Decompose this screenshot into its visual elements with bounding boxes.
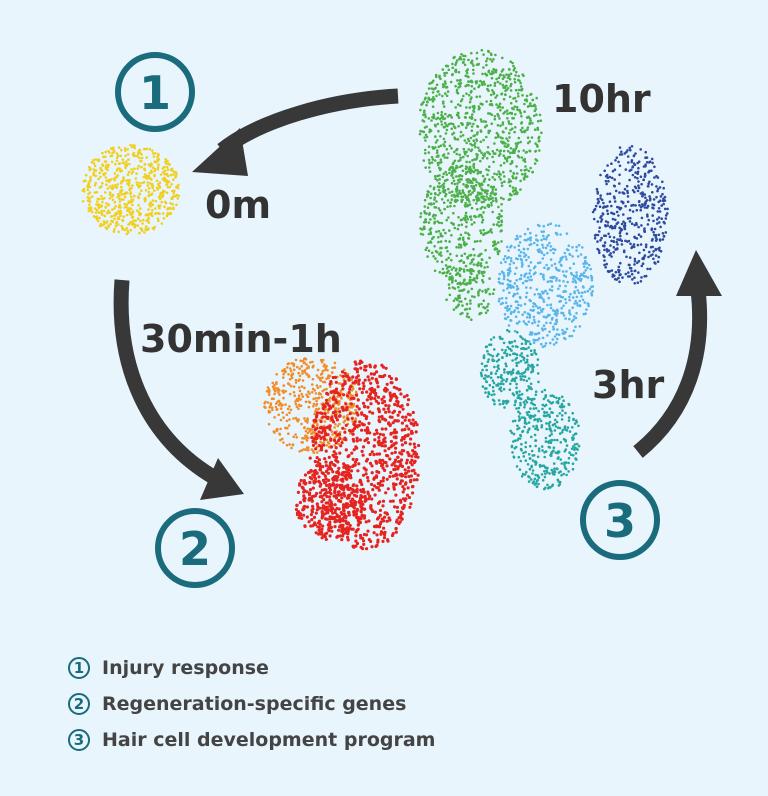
stage-3-badge: 3: [580, 480, 660, 560]
label-0m: 0m: [205, 183, 271, 227]
legend-item: 1 Injury response: [68, 650, 435, 686]
stage-1-badge: 1: [115, 52, 195, 132]
cluster: [294, 459, 367, 542]
legend: 1 Injury response 2 Regeneration-specifi…: [68, 650, 435, 758]
legend-text: Injury response: [102, 657, 269, 679]
cluster: [497, 222, 595, 349]
arrowhead-icon: [676, 250, 722, 296]
arrowhead-icon: [200, 458, 244, 500]
cluster: [308, 359, 421, 551]
cluster: [591, 145, 669, 285]
arrow-3hr-to-10hr: [633, 289, 708, 458]
legend-item: 2 Regeneration-specific genes: [68, 686, 435, 722]
legend-text: Regeneration-specific genes: [102, 693, 407, 715]
cluster: [419, 165, 504, 286]
cluster: [479, 328, 540, 410]
legend-item: 3 Hair cell development program: [68, 722, 435, 758]
legend-number: 3: [68, 729, 90, 751]
stage-2-badge: 2: [155, 508, 235, 588]
label-3hr: 3hr: [592, 363, 664, 407]
legend-number: 2: [68, 693, 90, 715]
umap-clusters: [81, 48, 669, 551]
cluster: [445, 259, 496, 322]
label-30min-1h: 30min-1h: [140, 317, 342, 361]
cluster: [418, 48, 543, 211]
arrow-0m-to-30min: [113, 279, 219, 485]
label-10hr: 10hr: [552, 77, 651, 121]
arrow-10hr-to-0m: [217, 88, 399, 156]
cluster: [81, 143, 181, 236]
legend-text: Hair cell development program: [102, 729, 436, 751]
legend-number: 1: [68, 657, 90, 679]
arrowhead-icon: [192, 128, 248, 176]
cluster: [509, 388, 581, 491]
